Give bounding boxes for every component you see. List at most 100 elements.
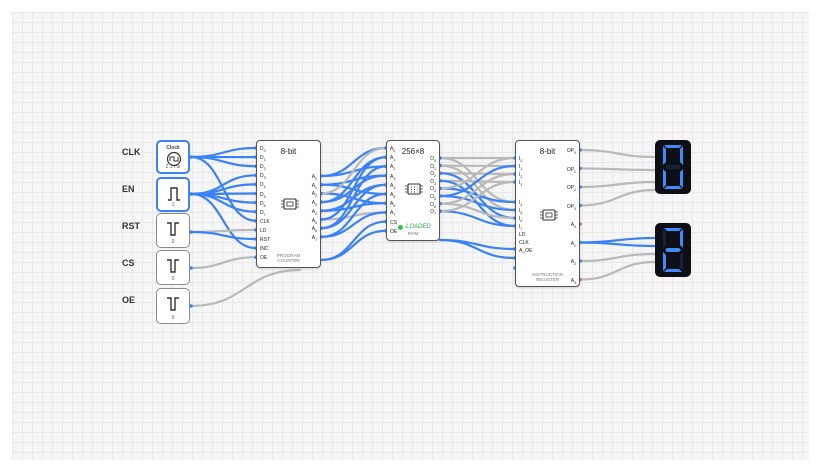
rom-pin-oe[interactable]: OE bbox=[390, 228, 398, 235]
wire-50[interactable] bbox=[578, 148, 657, 159]
wire-13[interactable] bbox=[189, 268, 302, 308]
wire-25[interactable] bbox=[319, 156, 388, 221]
pin-connector-dot[interactable] bbox=[189, 192, 193, 196]
instruction-register-pin-a3[interactable]: A3 bbox=[570, 277, 576, 285]
pin-connector-dot[interactable] bbox=[189, 266, 193, 270]
wire-43[interactable] bbox=[438, 164, 517, 198]
instruction-register-pin-a2[interactable]: A2 bbox=[570, 259, 576, 266]
instruction-register-pin-i3[interactable]: I3 bbox=[519, 180, 523, 187]
rom-status: LOADED bbox=[406, 224, 431, 230]
program-counter-pin-inc[interactable]: INC bbox=[260, 246, 269, 253]
pin-connector-dot[interactable] bbox=[189, 304, 193, 308]
wire-55[interactable] bbox=[578, 241, 657, 248]
wire-56[interactable] bbox=[578, 252, 657, 263]
program-counter-pin-d5[interactable]: D5 bbox=[260, 191, 266, 199]
instruction-register-pin-op0[interactable]: OP0 bbox=[566, 148, 576, 155]
rom-pin-o2[interactable]: O2 bbox=[430, 171, 436, 179]
rom-pin-cs[interactable]: CS bbox=[390, 219, 397, 226]
pin-connector-dot[interactable] bbox=[189, 155, 193, 159]
instruction-register-pin-i7[interactable]: I7 bbox=[519, 224, 523, 231]
program-counter-pin-oe[interactable]: OE bbox=[260, 255, 268, 262]
wire-1[interactable] bbox=[189, 146, 258, 159]
program-counter-pin-rst[interactable]: RST bbox=[260, 237, 270, 243]
rom-pin-o6[interactable]: O6 bbox=[430, 201, 436, 209]
wire-19[interactable] bbox=[319, 146, 388, 195]
program-counter-pin-ld[interactable]: LD bbox=[260, 227, 267, 234]
program-counter-pin-a1[interactable]: A1 bbox=[311, 182, 317, 190]
wire-53[interactable] bbox=[578, 188, 657, 207]
rom-pin-o1[interactable]: O1 bbox=[430, 163, 436, 171]
rom-pin-a6[interactable]: A6 bbox=[390, 201, 396, 209]
wire-57[interactable] bbox=[578, 260, 657, 281]
program-counter-pin-a2[interactable]: A2 bbox=[311, 191, 317, 199]
en-input-tile[interactable]: 1 bbox=[156, 177, 190, 212]
program-counter-pin-d1[interactable]: D1 bbox=[260, 155, 266, 163]
rom-pin-a3[interactable]: A3 bbox=[390, 173, 396, 181]
wire-40[interactable] bbox=[438, 187, 517, 204]
instruction-register-pin-i2[interactable]: I2 bbox=[519, 172, 523, 179]
rst-input-tile[interactable]: 0 bbox=[156, 213, 190, 248]
wire-3[interactable] bbox=[189, 155, 258, 168]
wire-27[interactable] bbox=[319, 183, 388, 230]
program-counter-pin-a3[interactable]: A3 bbox=[311, 200, 317, 208]
wire-49[interactable] bbox=[438, 238, 517, 260]
program-counter-pin-a7[interactable]: A7 bbox=[311, 234, 317, 242]
rom-pin-o5[interactable]: O5 bbox=[430, 194, 436, 201]
wire-42[interactable] bbox=[438, 194, 517, 212]
instruction-register-pin-i6[interactable]: I6 bbox=[519, 216, 523, 223]
oe-input-tile[interactable]: 0 bbox=[156, 288, 190, 324]
program-counter-pin-a0[interactable]: A0 bbox=[311, 174, 317, 181]
wire-11[interactable] bbox=[189, 230, 258, 241]
rom-pin-o4[interactable]: O4 bbox=[430, 186, 436, 194]
instruction-register-pin-op2[interactable]: OP2 bbox=[566, 185, 576, 192]
rom-pin-o7[interactable]: O7 bbox=[430, 209, 436, 217]
clock-input-tile[interactable]: Clock 2.1 Hz bbox=[156, 140, 190, 174]
wire-29[interactable] bbox=[319, 211, 388, 238]
instruction-register-pin-ld[interactable]: LD bbox=[519, 232, 526, 238]
instruction-register-pin-i0[interactable]: I0 bbox=[519, 156, 523, 163]
wire-41[interactable] bbox=[438, 156, 517, 190]
wire-52[interactable] bbox=[578, 180, 657, 189]
rom-pin-a4[interactable]: A4 bbox=[390, 182, 396, 190]
wire-51[interactable] bbox=[578, 167, 657, 172]
wire-47[interactable] bbox=[438, 180, 517, 213]
rom-pin-a2[interactable]: A2 bbox=[390, 164, 396, 172]
rom-pin-a5[interactable]: A5 bbox=[390, 192, 396, 199]
rom-pin-a1[interactable]: A1 bbox=[390, 155, 396, 163]
instruction-register-pin-op3[interactable]: OP3 bbox=[566, 203, 576, 211]
instruction-register-pin-i4[interactable]: I4 bbox=[519, 200, 523, 207]
cs-input-tile[interactable]: 0 bbox=[156, 250, 190, 285]
program-counter-pin-a4[interactable]: A4 bbox=[311, 208, 317, 216]
program-counter-pin-d3[interactable]: D3 bbox=[260, 173, 266, 181]
program-counter-pin-clk[interactable]: CLK bbox=[260, 218, 270, 225]
pin-connector-dot[interactable] bbox=[189, 230, 193, 234]
rom-pin-o3[interactable]: O3 bbox=[430, 178, 436, 186]
program-counter-pin-d0[interactable]: D0 bbox=[260, 146, 266, 153]
program-counter-pin-d2[interactable]: D2 bbox=[260, 164, 266, 172]
instruction-register-pin-i5[interactable]: I5 bbox=[519, 208, 523, 215]
instruction-register-pin-a-oe[interactable]: A_OE bbox=[519, 248, 533, 254]
wire-45[interactable] bbox=[438, 172, 517, 205]
wire-8[interactable] bbox=[189, 192, 258, 250]
instruction-register-pin-a1[interactable]: A1 bbox=[570, 240, 576, 248]
wire-46[interactable] bbox=[438, 210, 517, 228]
program-counter-pin-d6[interactable]: D6 bbox=[260, 200, 266, 208]
program-counter-pin-a5[interactable]: A5 bbox=[311, 217, 317, 225]
instruction-register-pin-i1[interactable]: I1 bbox=[519, 164, 523, 171]
program-counter-pin-a6[interactable]: A6 bbox=[311, 226, 317, 234]
program-counter-pin-d7[interactable]: D7 bbox=[260, 209, 266, 217]
instruction-register-pin-clk[interactable]: CLK bbox=[519, 240, 529, 246]
wire-44[interactable] bbox=[438, 202, 517, 220]
rom-pin-a0[interactable]: A0 bbox=[390, 146, 396, 153]
program-counter-pin-d4[interactable]: D4 bbox=[260, 182, 266, 190]
instruction-register-pin-op1[interactable]: OP1 bbox=[566, 166, 576, 174]
rom-pin-a7[interactable]: A7 bbox=[390, 210, 396, 218]
wire-12[interactable] bbox=[189, 256, 258, 270]
rom-pin-o0[interactable]: O0 bbox=[430, 156, 436, 163]
wire-31[interactable] bbox=[319, 229, 388, 262]
instruction-register-pin-a0[interactable]: A0 bbox=[570, 222, 576, 229]
wire-9[interactable] bbox=[189, 192, 258, 213]
